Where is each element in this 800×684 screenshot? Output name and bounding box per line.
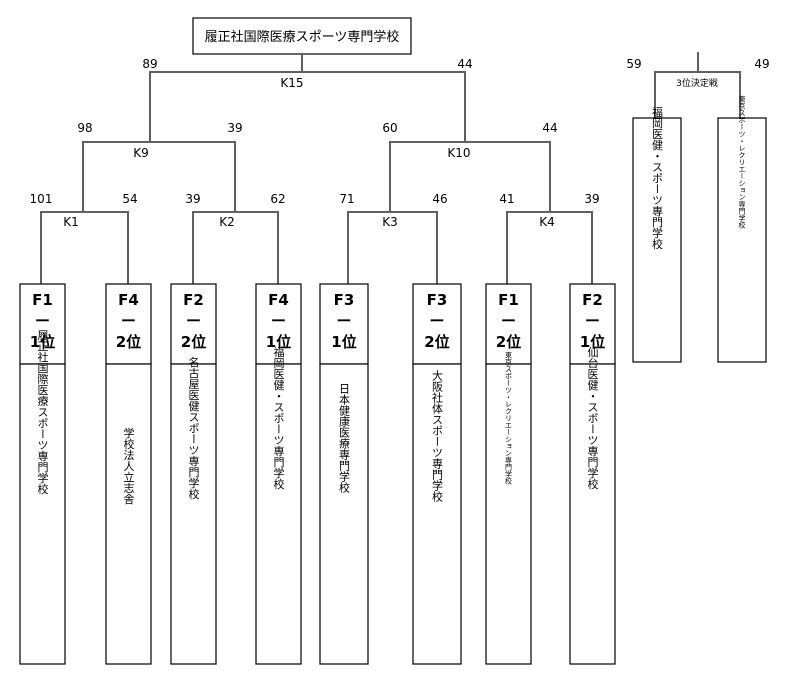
team-name: 履正社国際医療スポーツ専門学校 <box>36 329 49 495</box>
seed-dash: ー <box>336 312 351 330</box>
team-box <box>319 363 369 665</box>
k9-right-score: 39 <box>227 121 242 135</box>
k4-right-score: 39 <box>584 192 599 206</box>
team-box <box>19 363 66 665</box>
team-name: 学校法人立志舎 <box>122 426 135 505</box>
k3-label: K3 <box>382 215 398 229</box>
bracket-line-k10 <box>389 141 551 200</box>
seed-dash: ー <box>35 312 50 330</box>
seed-box <box>170 283 217 365</box>
k15-label: K15 <box>280 76 303 90</box>
third-place-bracket: 59 49 3位決定戦 福岡医健・スポーツ専門学校 東京スポーツ・レクリエーショ… <box>626 52 770 363</box>
team-column-2: F4 ー 2位 学校法人立志舎 <box>105 283 152 665</box>
team-box <box>412 363 462 665</box>
seed-box <box>255 283 302 365</box>
seed-rank: 1位 <box>30 333 55 351</box>
team-name: 東京スポーツ・レクリエーション専門学校 <box>505 351 513 486</box>
seed-rank: 2位 <box>181 333 206 351</box>
k9-left-score: 98 <box>77 121 92 135</box>
seed-group: F1 <box>498 291 519 309</box>
k2-left-score: 39 <box>185 192 200 206</box>
third-team-box-2 <box>717 117 767 363</box>
k15-right-score: 44 <box>457 57 472 71</box>
seed-rank: 1位 <box>580 333 605 351</box>
seed-group: F4 <box>118 291 139 309</box>
k4-left-score: 41 <box>499 192 514 206</box>
seed-dash: ー <box>271 312 286 330</box>
k2-right-score: 62 <box>270 192 285 206</box>
team-box <box>485 363 532 665</box>
third-right-score: 49 <box>754 57 769 71</box>
k1-left-score: 101 <box>30 192 53 206</box>
seed-group: F2 <box>582 291 603 309</box>
seed-group: F2 <box>183 291 204 309</box>
seed-box <box>19 283 66 365</box>
team-box <box>170 363 217 665</box>
champion-box <box>192 17 412 55</box>
bracket-line-k3 <box>347 211 438 284</box>
k1-label: K1 <box>63 215 79 229</box>
seed-group: F3 <box>334 291 355 309</box>
third-team-name-2: 東京スポーツ・レクリエーション専門学校 <box>738 95 746 230</box>
team-name: 仙台医健・スポーツ専門学校 <box>586 346 599 490</box>
k3-right-score: 46 <box>432 192 447 206</box>
team-box <box>255 363 302 665</box>
team-column-4: F4 ー 1位 福岡医健・スポーツ専門学校 <box>255 283 302 665</box>
seed-rank: 2位 <box>116 333 141 351</box>
seed-group: F3 <box>427 291 448 309</box>
seed-rank: 2位 <box>424 333 449 351</box>
k10-left-score: 60 <box>382 121 397 135</box>
team-column-5: F3 ー 1位 日本健康医療専門学校 <box>319 283 369 665</box>
third-team-name-1: 福岡医健・スポーツ専門学校 <box>651 105 664 250</box>
bracket-line-k1 <box>40 211 129 284</box>
champion-name: 履正社国際医療スポーツ専門学校 <box>205 29 400 45</box>
team-name: 大阪社体スポーツ専門学校 <box>431 369 444 503</box>
seed-dash: ー <box>429 312 444 330</box>
third-left-score: 59 <box>626 57 641 71</box>
k15-left-score: 89 <box>142 57 157 71</box>
team-column-8: F2 ー 1位 仙台医健・スポーツ専門学校 <box>569 283 616 665</box>
seed-rank: 2位 <box>496 333 521 351</box>
seed-box <box>412 283 462 365</box>
k3-left-score: 71 <box>339 192 354 206</box>
bracket-line-third <box>654 71 741 118</box>
team-box <box>569 363 616 665</box>
seed-box <box>485 283 532 365</box>
k10-label: K10 <box>447 146 470 160</box>
k1-right-score: 54 <box>122 192 137 206</box>
k10-right-score: 44 <box>542 121 557 135</box>
seed-rank: 1位 <box>266 333 291 351</box>
team-box <box>105 363 152 665</box>
team-column-7: F1 ー 2位 東京スポーツ・レクリエーション専門学校 <box>485 283 532 665</box>
bracket-line-k9 <box>82 141 236 200</box>
seed-rank: 1位 <box>331 333 356 351</box>
team-column-1: F1 ー 1位 履正社国際医療スポーツ専門学校 <box>19 283 66 665</box>
seed-dash: ー <box>585 312 600 330</box>
third-team-box-1 <box>632 117 682 363</box>
team-name: 名古屋医健スポーツ専門学校 <box>187 355 200 500</box>
seed-group: F1 <box>32 291 53 309</box>
seed-dash: ー <box>501 312 516 330</box>
team-column-6: F3 ー 2位 大阪社体スポーツ専門学校 <box>412 283 462 665</box>
k4-label: K4 <box>539 215 555 229</box>
seed-box <box>569 283 616 365</box>
team-name: 日本健康医療専門学校 <box>338 383 351 494</box>
k9-label: K9 <box>133 146 149 160</box>
team-name: 福岡医健・スポーツ専門学校 <box>272 345 285 490</box>
bracket-line-k2 <box>192 211 279 284</box>
third-place-label: 3位決定戦 <box>676 77 718 89</box>
seed-dash: ー <box>186 312 201 330</box>
team-column-3: F2 ー 2位 名古屋医健スポーツ専門学校 <box>170 283 217 665</box>
seed-group: F4 <box>268 291 289 309</box>
k2-label: K2 <box>219 215 235 229</box>
seed-dash: ー <box>121 312 136 330</box>
bracket-line-k15 <box>149 71 466 136</box>
